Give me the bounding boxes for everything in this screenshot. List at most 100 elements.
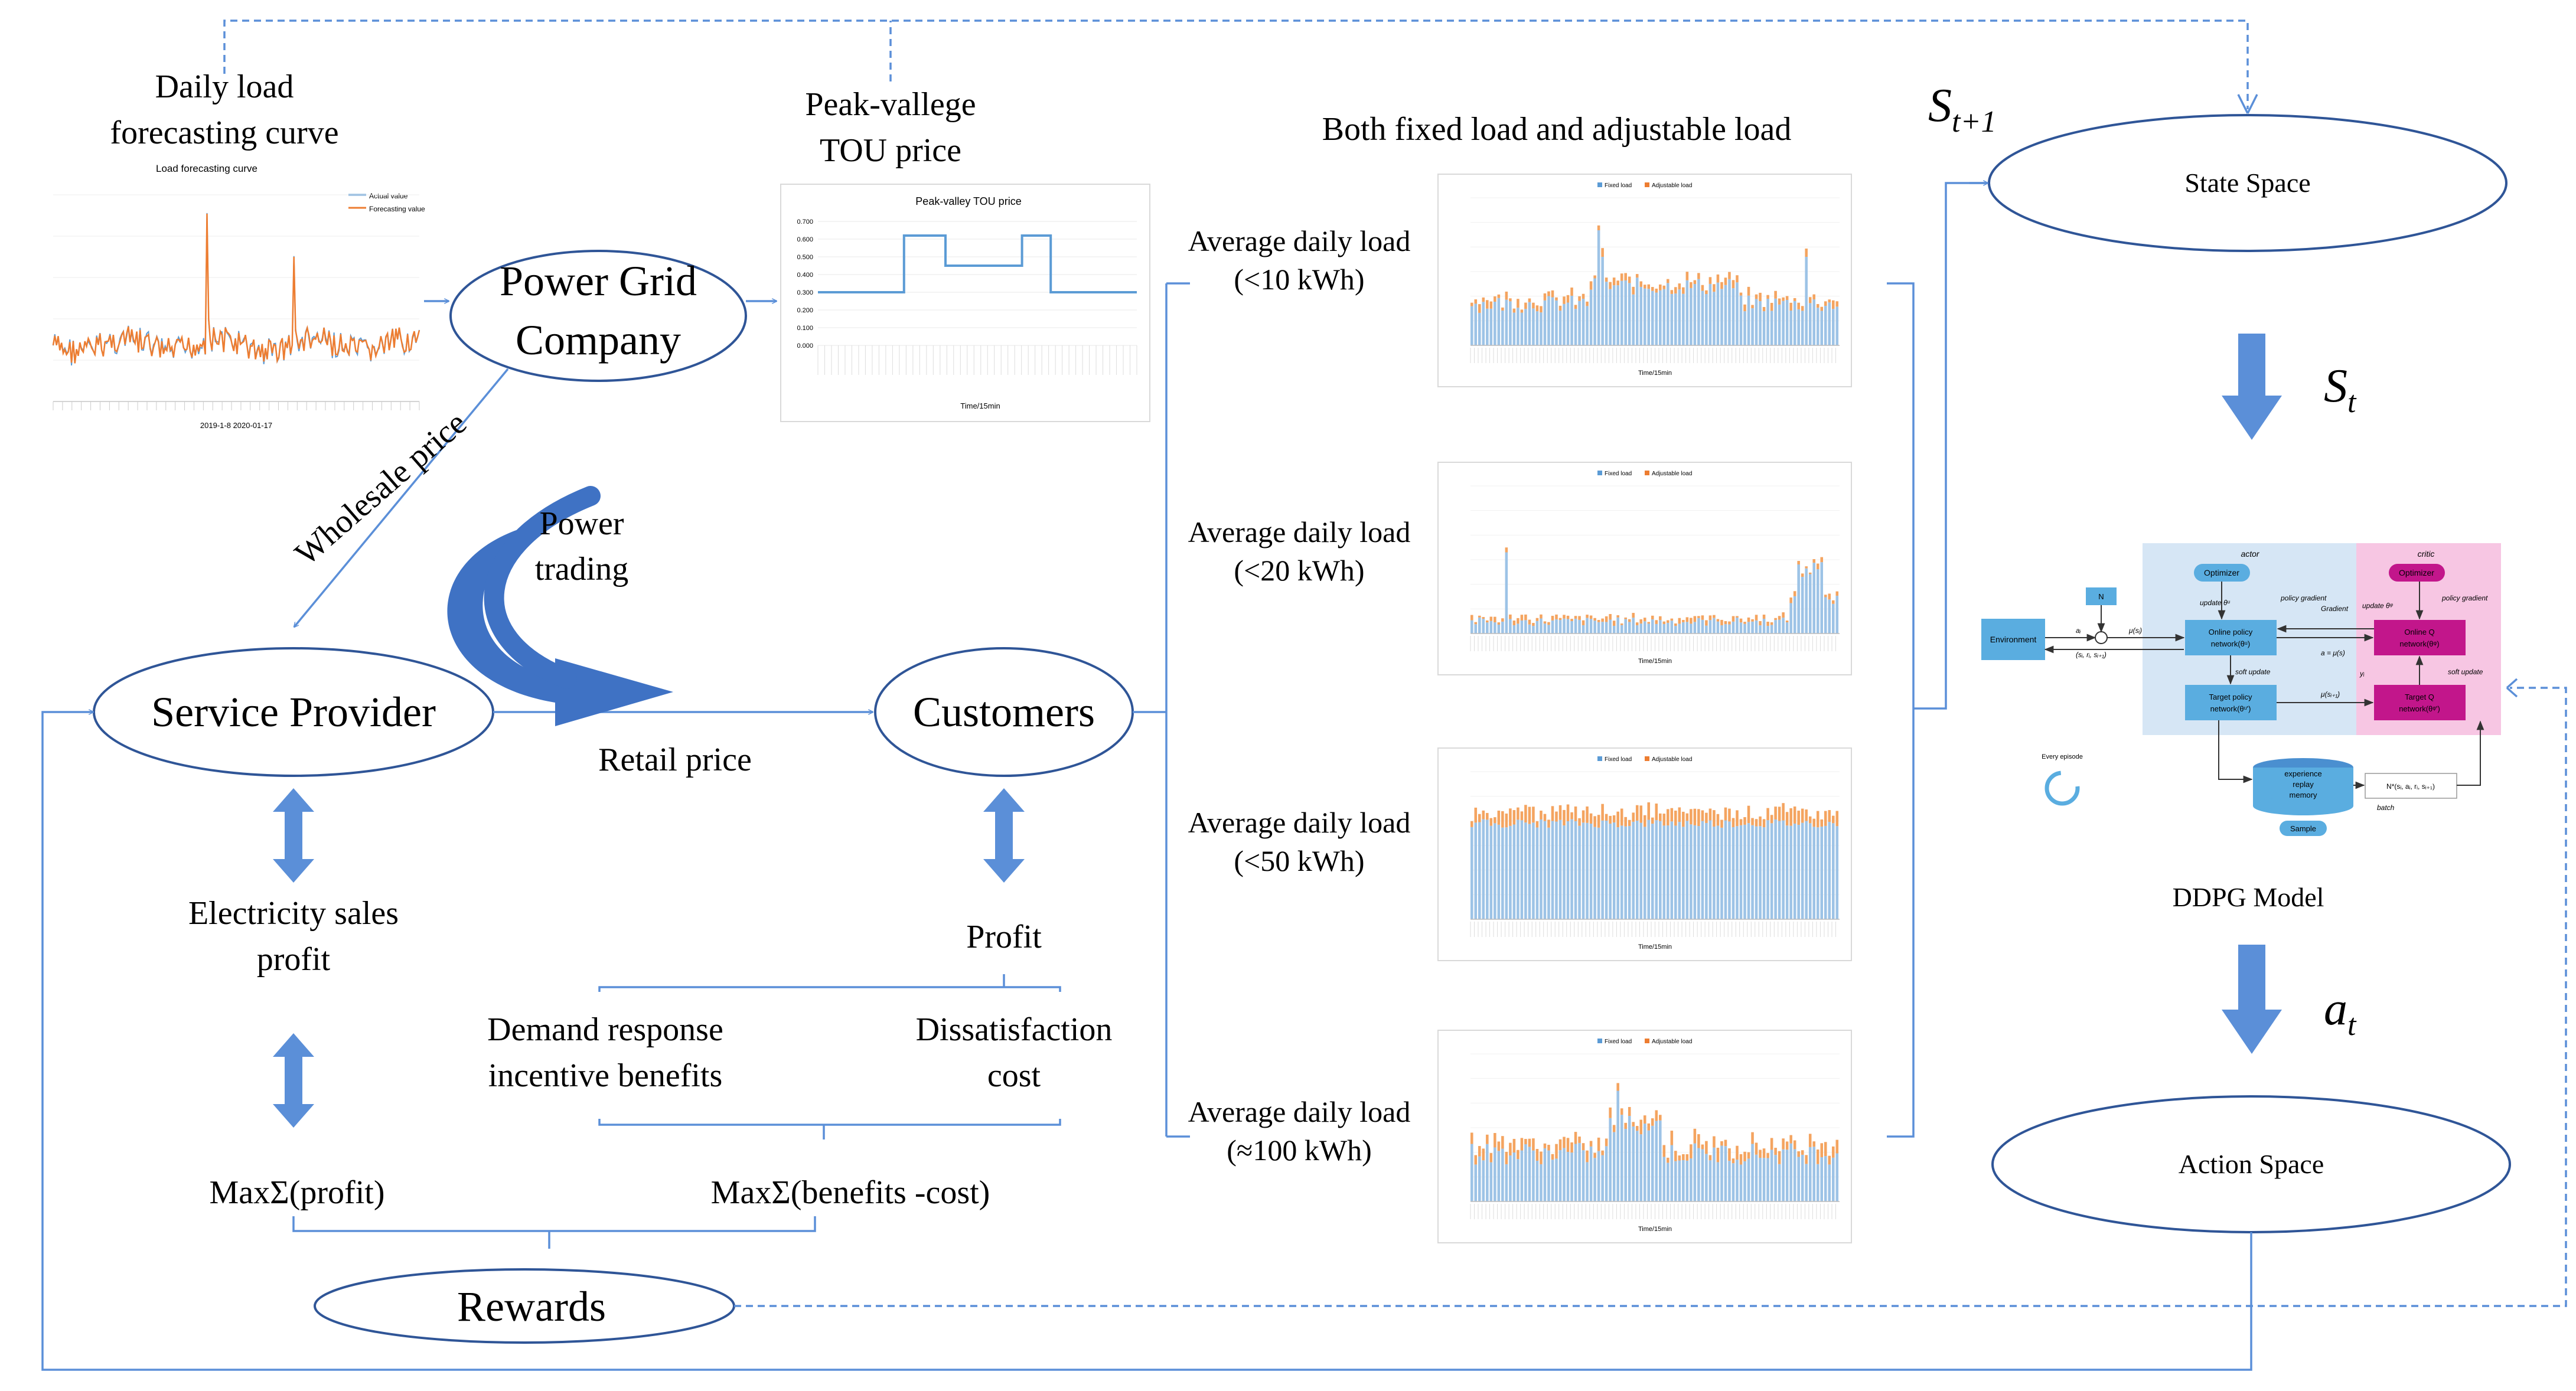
- adjustable-load-bar: [1751, 305, 1754, 309]
- adjustable-load-bar: [1820, 557, 1824, 563]
- adjustable-load-bar: [1593, 816, 1596, 827]
- adjustable-load-bar: [1509, 1142, 1512, 1156]
- a-i-label: aᵢ: [2076, 626, 2081, 635]
- fixed-load-bar: [1632, 618, 1635, 634]
- fixed-load-bar: [1728, 1161, 1731, 1201]
- fixed-load-bar: [1547, 296, 1550, 345]
- critic-optimizer-label: Optimizer: [2399, 568, 2434, 577]
- fixed-load-bar: [1524, 1144, 1527, 1201]
- adjustable-load-bar: [1736, 616, 1739, 618]
- adjustable-load-bar: [1778, 298, 1781, 305]
- adjustable-load-bar: [1697, 273, 1700, 279]
- adjustable-load-bar: [1674, 623, 1677, 626]
- fixed-load-bar: [1647, 819, 1651, 919]
- fixed-load-bar: [1558, 1150, 1562, 1201]
- adjustable-load-bar: [1535, 618, 1539, 621]
- fixed-load-bar: [1720, 625, 1723, 634]
- fixed-load-bar: [1624, 1128, 1627, 1201]
- adjustable-load-bar: [1563, 615, 1566, 619]
- adjustable-load-bar: [1563, 1137, 1566, 1148]
- adjustable-load-bar: [1597, 1137, 1600, 1151]
- adjustable-load-bar: [1751, 619, 1754, 622]
- tou-price-chart: Peak-valley TOU price 0.7000.6000.5000.4…: [780, 184, 1150, 422]
- fixed-load-bar: [1708, 1160, 1712, 1201]
- adjustable-load-bar: [1558, 805, 1562, 820]
- adjustable-load-bar: [1808, 816, 1812, 824]
- fixed-load-bar: [1632, 1126, 1635, 1201]
- adjustable-load-bar: [1685, 813, 1689, 821]
- fixed-load-bar: [1820, 827, 1824, 919]
- fixed-load-bar: [1812, 563, 1815, 634]
- adjustable-load-bar: [1601, 618, 1604, 622]
- adjustable-load-bar: [1517, 807, 1519, 820]
- adjustable-load-bar: [1732, 280, 1735, 289]
- adjustable-load-bar: [1482, 1148, 1485, 1161]
- fixed-load-bar: [1605, 282, 1608, 345]
- fixed-load-bar: [1482, 819, 1485, 919]
- fixed-load-bar: [1582, 822, 1585, 919]
- charts-to-state-bracket: [1887, 182, 1987, 1138]
- adjustable-load-bar: [1528, 806, 1531, 824]
- customers-profit-double-arrow: [983, 788, 1025, 883]
- rewards-label: Rewards: [457, 1283, 606, 1330]
- fixed-load-bar: [1693, 284, 1697, 345]
- adjustable-load-bar: [1497, 622, 1501, 625]
- adjustable-load-bar: [1743, 304, 1746, 312]
- fixed-load-bar: [1766, 1158, 1769, 1201]
- load-chart-x-label: Time/15min: [1638, 1226, 1672, 1233]
- online-q-label-1: Online Q: [2404, 628, 2434, 636]
- adjustable-load-bar: [1597, 225, 1600, 230]
- adjustable-load-bar: [1732, 818, 1735, 827]
- adjustable-load-bar: [1678, 1155, 1681, 1161]
- tou-title-2: TOU price: [820, 132, 961, 169]
- fixed-load-bar: [1520, 620, 1524, 634]
- fixed-load-bar: [1693, 1143, 1697, 1201]
- adjustable-load-bar: [1486, 812, 1489, 820]
- adjustable-load-bar: [1693, 616, 1697, 622]
- adjustable-load-bar: [1616, 615, 1619, 618]
- adjustable-load-bar: [1708, 277, 1712, 284]
- target-q-label-2: network(θᵠ'): [2399, 704, 2440, 713]
- fixed-load-bar: [1705, 1154, 1708, 1201]
- adjustable-load-bar: [1770, 1138, 1773, 1150]
- adjustable-load-bar: [1566, 295, 1570, 303]
- fixed-load-bar: [1593, 827, 1596, 919]
- legend-fixed-load: Fixed load: [1605, 1039, 1632, 1045]
- adjustable-load-bar: [1517, 299, 1519, 308]
- fixed-load-bar: [1831, 309, 1835, 345]
- adjustable-load-bar: [1520, 1138, 1524, 1151]
- adjustable-load-bar: [1690, 1144, 1693, 1159]
- load-chart-frame: [1437, 174, 1852, 387]
- tou-chart-frame: [780, 184, 1150, 422]
- fixed-load-bar: [1667, 825, 1669, 919]
- soft-update-critic-label: soft update: [2448, 668, 2483, 676]
- adjustable-load-bar: [1540, 811, 1543, 819]
- adjustable-load-bar: [1570, 288, 1573, 296]
- fixed-load-bar: [1486, 622, 1489, 634]
- fixed-load-bar: [1543, 623, 1547, 634]
- fixed-load-bar: [1690, 1158, 1693, 1201]
- adjustable-load-bar: [1720, 1141, 1723, 1146]
- fixed-load-bar: [1540, 819, 1543, 919]
- fixed-load-bar: [1478, 617, 1481, 634]
- adjustable-load-bar: [1697, 616, 1700, 618]
- fixed-load-bar: [1643, 621, 1646, 634]
- adjustable-load-bar: [1470, 1132, 1473, 1144]
- fixed-load-bar: [1612, 285, 1616, 345]
- double-arrows: [273, 334, 2282, 1128]
- fixed-load-bar: [1601, 820, 1604, 919]
- fixed-load-bar: [1824, 1156, 1827, 1201]
- adjustable-load-bar: [1478, 304, 1481, 313]
- adjustable-load-bar: [1586, 1150, 1589, 1163]
- adjustable-load-bar: [1670, 808, 1674, 822]
- fixed-load-bar: [1558, 819, 1562, 919]
- fixed-load-bar: [1713, 826, 1716, 919]
- replay-label-3: memory: [2290, 791, 2317, 799]
- fixed-load-bar: [1558, 620, 1562, 634]
- fixed-load-bar: [1693, 622, 1697, 634]
- batch-tuple-label: N*(sᵢ, aᵢ, rᵢ, sᵢ₊₁): [2386, 782, 2435, 791]
- adjustable-load-bar: [1728, 1148, 1731, 1161]
- adjustable-load-bar: [1785, 621, 1789, 623]
- adjustable-load-bar: [1835, 811, 1839, 827]
